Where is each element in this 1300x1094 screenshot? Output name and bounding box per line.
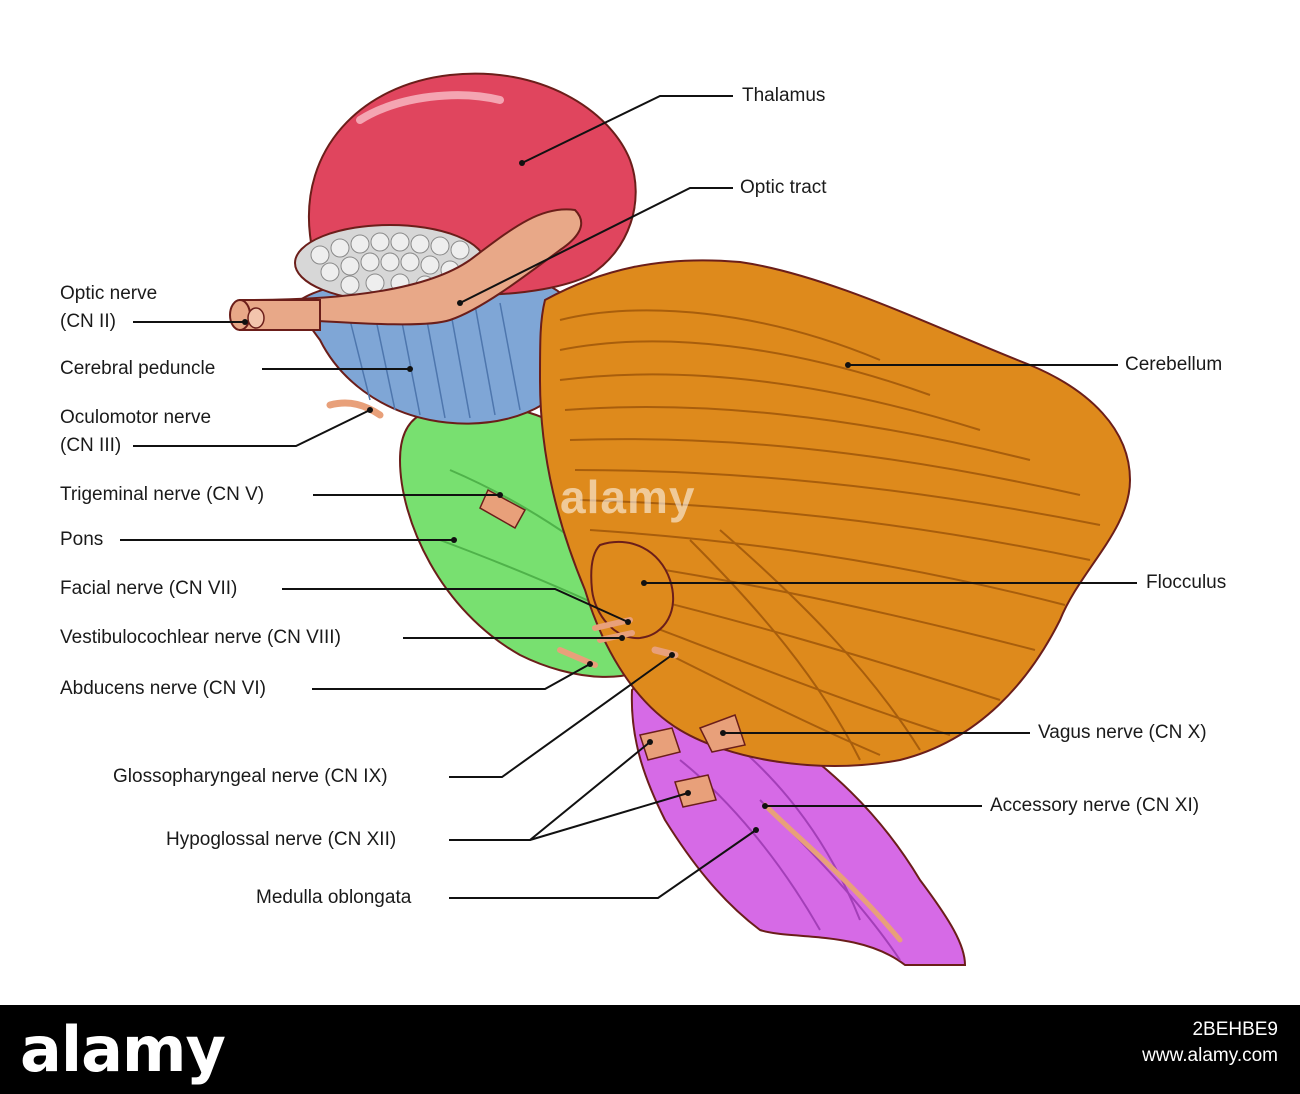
brainstem-figure: alamy Thalamus Optic tract Optic nerve (… (60, 72, 1227, 966)
leader-hypoglossal-b (529, 792, 689, 841)
hypoglossal-nerve-shape-b (674, 774, 717, 808)
leader-facial (282, 588, 629, 623)
image-info: 2BEHBE9 www.alamy.com (1142, 1017, 1278, 1069)
label-oculomotor-line2: (CN III) (60, 435, 122, 456)
label-glossopharyngeal: Glossopharyngeal nerve (CN IX) (113, 766, 388, 787)
label-optic-tract: Optic tract (740, 177, 827, 198)
leader-thalamus (521, 95, 733, 164)
oculomotor-nerve-shape (326, 399, 384, 419)
leader-glossopharyngeal (449, 654, 673, 778)
leader-hypoglossal-a (449, 741, 651, 841)
leader-optic-tract (459, 187, 733, 304)
leader-lines (120, 95, 1137, 899)
label-thalamus: Thalamus (742, 85, 826, 106)
label-vestibulocochlear: Vestibulocochlear nerve (CN VIII) (60, 627, 341, 648)
stock-footer-bar: alamy 2BEHBE9 www.alamy.com (0, 1005, 1300, 1094)
label-trigeminal: Trigeminal nerve (CN V) (60, 484, 265, 505)
label-hypoglossal: Hypoglossal nerve (CN XII) (166, 829, 397, 850)
label-accessory: Accessory nerve (CN XI) (990, 795, 1200, 816)
brand-logo: alamy (20, 1013, 226, 1086)
label-optic-nerve-line1: Optic nerve (60, 283, 158, 304)
label-medulla: Medulla oblongata (256, 887, 412, 908)
label-pons: Pons (60, 529, 104, 550)
leader-medulla (449, 829, 757, 899)
label-cerebellum: Cerebellum (1125, 354, 1223, 375)
trigeminal-nerve-shape (479, 488, 527, 530)
anatomy-illustration (120, 72, 1137, 966)
image-id: 2BEHBE9 (1192, 1019, 1278, 1040)
watermark: alamy (560, 471, 696, 523)
label-abducens: Abducens nerve (CN VI) (60, 678, 266, 699)
label-vagus: Vagus nerve (CN X) (1038, 722, 1207, 743)
label-facial: Facial nerve (CN VII) (60, 578, 238, 599)
leader-oculomotor (133, 409, 371, 447)
label-optic-nerve-line2: (CN II) (60, 311, 116, 332)
site-url: www.alamy.com (1142, 1045, 1278, 1066)
leader-abducens (312, 663, 591, 690)
hypoglossal-nerve-shape-a (639, 727, 681, 761)
label-flocculus: Flocculus (1146, 572, 1227, 593)
label-oculomotor-line1: Oculomotor nerve (60, 407, 212, 428)
accessory-nerve-shape (762, 802, 903, 943)
label-cerebral-peduncle: Cerebral peduncle (60, 358, 216, 379)
